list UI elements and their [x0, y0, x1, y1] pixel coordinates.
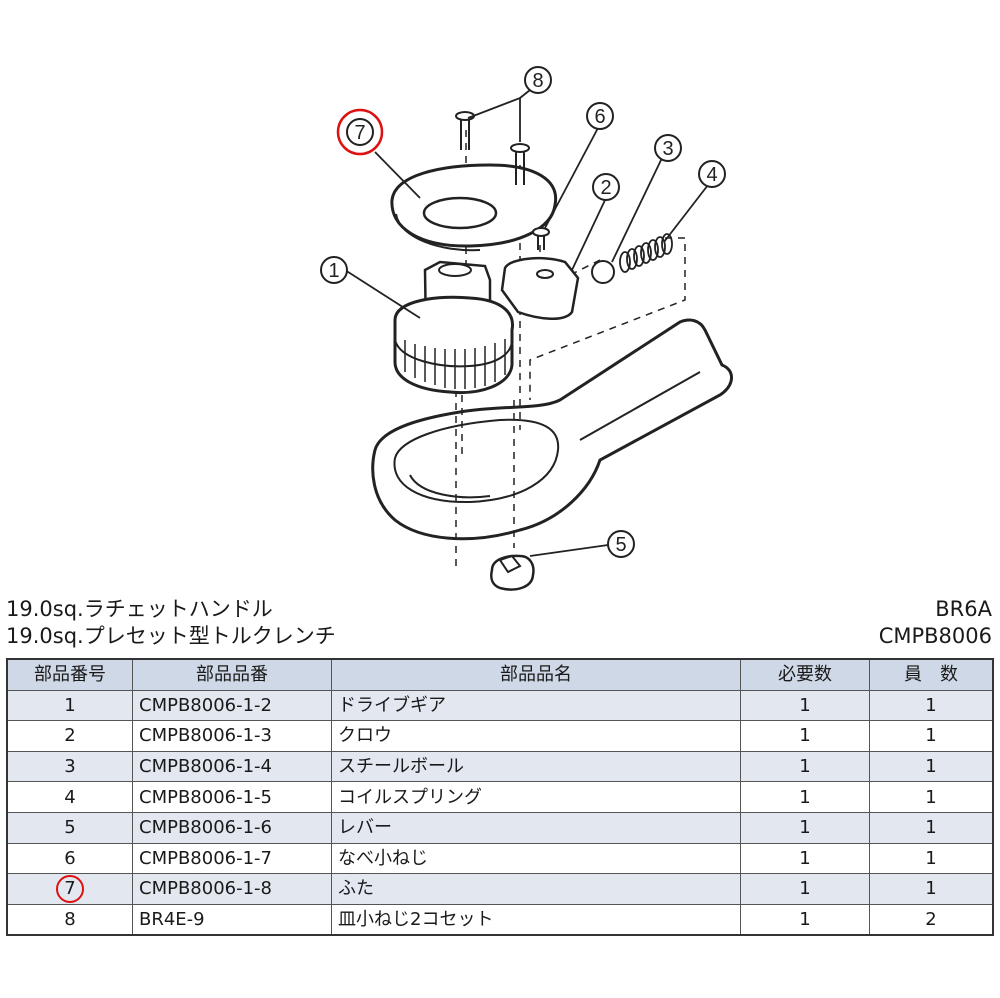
header-part-name: 部品品名 [331, 658, 741, 691]
cell-part-name: 皿小ねじ2コセット [331, 903, 741, 936]
callout-8: 8 [524, 66, 552, 94]
cell-part-no: 3 [6, 750, 133, 783]
callout-2-label: 2 [600, 177, 611, 199]
model-number-1: BR6A [935, 597, 992, 621]
cell-quantity: 1 [869, 842, 994, 875]
cell-part-name: スチールボール [331, 750, 741, 783]
callout-1-label: 1 [328, 260, 339, 282]
cell-part-no: 4 [6, 781, 133, 813]
product-name-2: 19.0sq.プレセット型トルクレンチ [6, 624, 336, 648]
cell-part-number: CMPB8006-1-2 [132, 689, 332, 722]
drive-gear [393, 260, 514, 395]
product-title-block: 19.0sq.ラチェットハンドル 19.0sq.プレセット型トルクレンチ BR6… [6, 596, 994, 656]
cell-quantity: 1 [869, 750, 994, 783]
pan-screw [532, 227, 550, 250]
cell-quantity: 2 [869, 903, 994, 936]
cell-part-name: ふた [331, 873, 741, 905]
callout-7-label: 7 [354, 122, 365, 144]
callout-1: 1 [320, 256, 348, 284]
header-quantity: 員 数 [869, 658, 994, 691]
cell-required: 1 [740, 750, 870, 783]
cell-part-number: CMPB8006-1-7 [132, 842, 332, 875]
callout-2: 2 [592, 173, 620, 201]
cell-quantity: 1 [869, 720, 994, 752]
cell-part-no: 2 [6, 720, 133, 752]
cell-part-no: 6 [6, 842, 133, 875]
callout-7: 7 [336, 108, 384, 156]
highlighted-part-no: 7 [56, 875, 84, 904]
cell-quantity: 1 [869, 781, 994, 813]
lever [490, 554, 535, 591]
cell-required: 1 [740, 842, 870, 875]
callout-4-label: 4 [706, 164, 717, 186]
callout-4: 4 [698, 160, 726, 188]
cell-part-name: クロウ [331, 720, 741, 752]
callout-3: 3 [654, 134, 682, 162]
cell-part-number: BR4E-9 [132, 903, 332, 936]
cell-part-name: コイルスプリング [331, 781, 741, 813]
cover-plate [390, 163, 558, 252]
cell-part-number: CMPB8006-1-3 [132, 720, 332, 752]
cell-required: 1 [740, 903, 870, 936]
wrench-body [371, 318, 733, 541]
cell-part-number: CMPB8006-1-4 [132, 750, 332, 783]
callout-6-label: 6 [594, 106, 605, 128]
cell-required: 1 [740, 873, 870, 905]
cell-quantity: 1 [869, 811, 994, 844]
cell-required: 1 [740, 689, 870, 722]
leader-lines [344, 89, 709, 557]
cell-part-number: CMPB8006-1-8 [132, 873, 332, 905]
cell-quantity: 1 [869, 689, 994, 722]
coil-spring [619, 233, 673, 273]
callout-3-label: 3 [662, 138, 673, 160]
cell-part-no: 8 [6, 903, 133, 936]
parts-table-header: 部品番号 部品品番 部品品名 必要数 員 数 [6, 658, 994, 691]
cell-part-no: 1 [6, 689, 133, 722]
model-number-2: CMPB8006 [878, 624, 992, 648]
cell-required: 1 [740, 781, 870, 813]
header-required: 必要数 [740, 658, 870, 691]
callout-6: 6 [586, 102, 614, 130]
callout-8-label: 8 [532, 70, 543, 92]
header-part-no: 部品番号 [6, 658, 133, 691]
cell-part-no: 5 [6, 811, 133, 844]
cell-part-number: CMPB8006-1-6 [132, 811, 332, 844]
exploded-parts-diagram: 1 2 3 4 5 6 7 8 [320, 66, 733, 591]
cell-required: 1 [740, 720, 870, 752]
cell-part-number: CMPB8006-1-5 [132, 781, 332, 813]
callout-markers: 1 2 3 4 5 6 7 8 [320, 66, 726, 558]
product-name-1: 19.0sq.ラチェットハンドル [6, 597, 273, 621]
header-part-number: 部品品番 [132, 658, 332, 691]
cell-part-name: ドライブギア [331, 689, 741, 722]
claw [500, 256, 580, 320]
cell-part-name: レバー [331, 811, 741, 844]
cell-part-name: なべ小ねじ [331, 842, 741, 875]
callout-5: 5 [607, 530, 635, 558]
cell-quantity: 1 [869, 873, 994, 905]
cell-part-no: 7 [6, 873, 133, 905]
callout-5-label: 5 [615, 534, 626, 556]
cell-required: 1 [740, 811, 870, 844]
steel-ball [591, 260, 615, 284]
